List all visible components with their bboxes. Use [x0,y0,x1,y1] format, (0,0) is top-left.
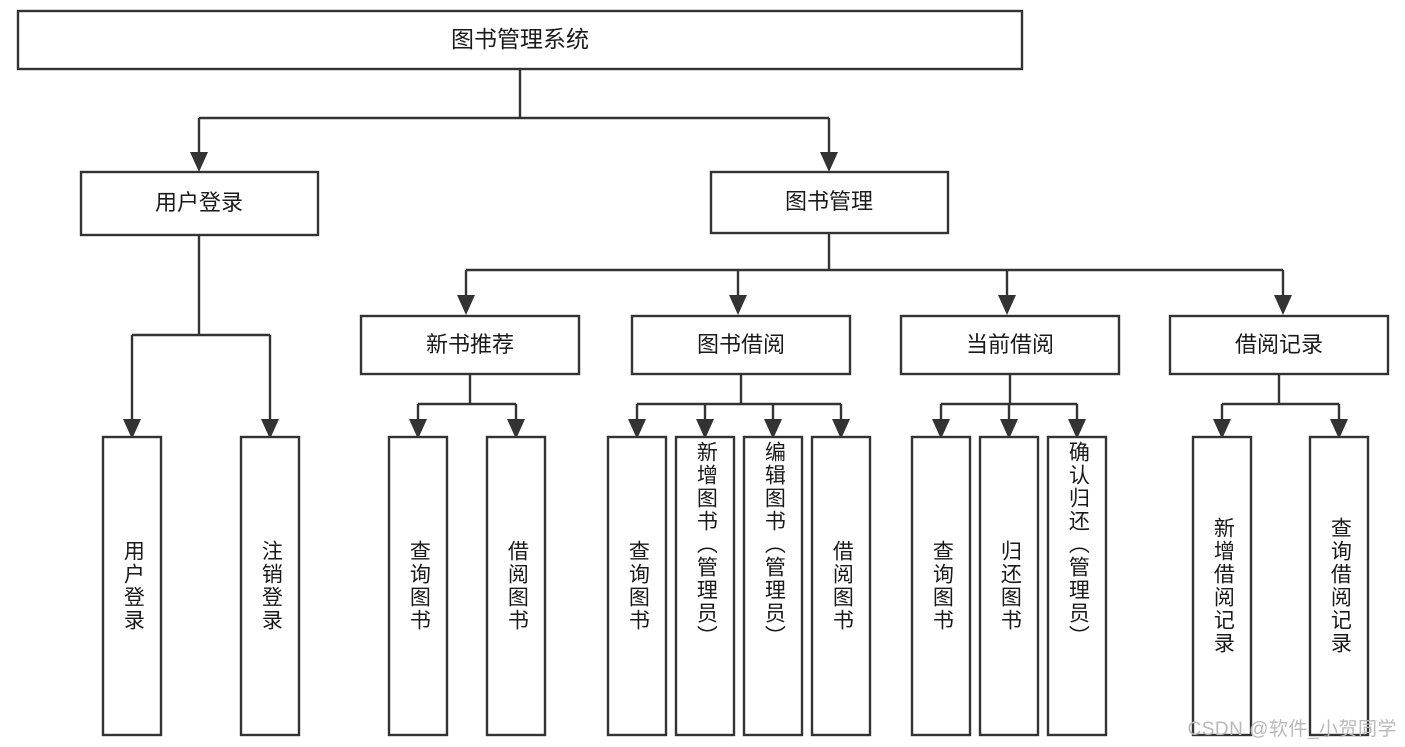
node-leaf-add-record[interactable] [1191,435,1253,737]
node-root[interactable] [16,9,1024,71]
arrow-leaf-add-book [696,419,714,439]
node-leaf-query-book-2[interactable] [606,435,668,737]
nodes-layer: 图书管理系统 用户登录 图书管理 新书推荐 图书借阅 当前借阅 借阅记录 [16,9,1390,737]
node-book-manage[interactable] [709,170,950,235]
arrow-leaf-query-book-2 [628,419,646,439]
arrow-leaf-user-login [123,419,141,439]
arrow-leaf-query-record [1330,419,1348,439]
node-new-book-recommend[interactable] [359,314,581,376]
arrow-leaf-return-book [1000,419,1018,439]
node-leaf-query-book-1[interactable] [387,435,449,737]
node-user-login-label: 用户登录 [155,190,243,215]
arrow-leaf-query-book-3 [932,419,950,439]
arrow-bookborrow [729,295,747,315]
node-leaf-query-book-3[interactable] [910,435,972,737]
node-borrow-record[interactable] [1168,314,1390,376]
node-leaf-borrow-book-1[interactable] [485,435,547,737]
arrow-leaf-user-logout [261,419,279,439]
arrow-newbook [457,295,475,315]
node-leaf-borrow-book-2[interactable] [810,435,872,737]
node-user-login[interactable] [79,170,320,237]
node-leaf-user-logout[interactable] [239,435,301,737]
arrow-borrowrecord [1274,295,1292,315]
arrow-user-login [190,152,208,172]
arrow-leaf-borrow-book-2 [832,419,850,439]
arrow-book-manage [820,152,838,172]
node-book-borrow-label: 图书借阅 [697,332,785,357]
arrow-leaf-query-book-1 [409,419,427,439]
node-current-borrow[interactable] [899,314,1121,376]
edges-layer [123,69,1348,439]
node-leaf-edit-book[interactable] [742,435,804,737]
node-root-label: 图书管理系统 [451,26,589,52]
watermark-text: CSDN @软件_小贺同学 [1187,719,1397,740]
node-borrow-record-label: 借阅记录 [1235,332,1323,357]
arrow-leaf-add-record [1213,419,1231,439]
node-leaf-query-record[interactable] [1308,435,1370,737]
arrow-leaf-confirm-return [1068,419,1086,439]
node-book-borrow[interactable] [630,314,852,376]
node-current-borrow-label: 当前借阅 [966,332,1054,357]
node-leaf-add-book[interactable] [674,435,736,737]
arrow-leaf-edit-book [764,419,782,439]
node-new-book-recommend-label: 新书推荐 [426,332,514,357]
arrow-leaf-borrow-book-1 [507,419,525,439]
arrow-currentborrow [998,295,1016,315]
node-leaf-return-book[interactable] [978,435,1040,737]
node-leaf-user-login[interactable] [101,435,163,737]
node-leaf-confirm-return[interactable] [1046,435,1108,737]
node-book-manage-label: 图书管理 [785,189,873,214]
